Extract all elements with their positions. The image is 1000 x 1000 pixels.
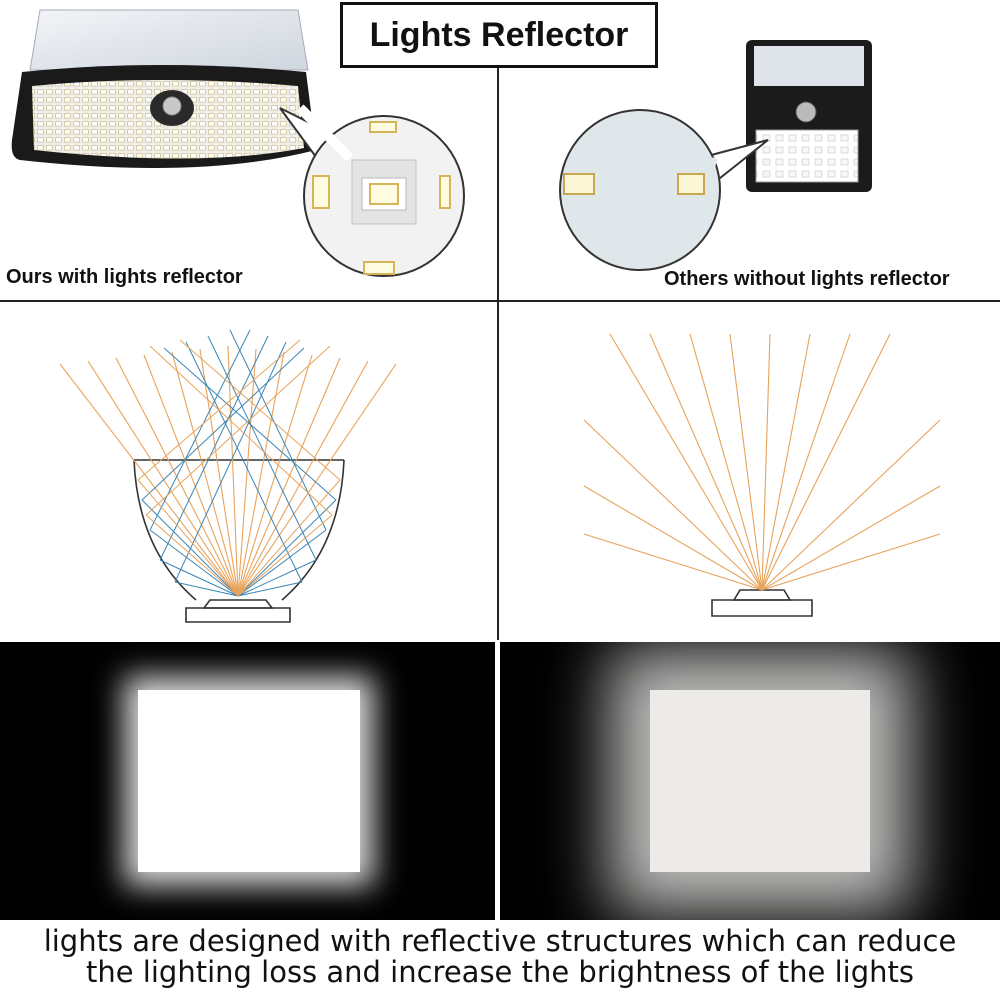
direct-ray [199,348,239,597]
reflected-ray-out [229,329,327,531]
center-divider-middle [497,300,499,640]
row-divider-1 [0,300,1000,302]
reflected-ray-incident [159,559,239,597]
direct-ray [583,485,763,591]
direct-ray [583,533,763,591]
direct-ray [761,333,851,591]
direct-ray [143,354,239,597]
led-base [711,599,813,617]
reflector-ray-diagram [59,329,397,623]
direct-ray [145,514,239,597]
direct-ray [171,351,239,597]
reflected-ray-out [141,347,305,501]
ours-bright-spot [138,690,360,872]
ours-light-projection [0,642,495,920]
no-reflector-ray-diagram [583,333,941,617]
reflected-ray-incident [149,529,239,597]
reflected-ray-incident [237,499,337,597]
reflected-ray-incident [141,499,239,597]
direct-ray [761,333,811,591]
center-divider-top [497,68,499,300]
direct-ray [237,357,341,597]
direct-ray [609,333,763,591]
reflector-right-wall [281,459,345,601]
ours-caption: Ours with lights reflector [6,266,243,288]
reflector-left-wall [133,459,197,601]
direct-ray [227,345,239,597]
direct-ray [87,360,239,597]
direct-ray [237,351,285,597]
led-chip [202,599,274,609]
reflected-orange-ray [149,345,333,516]
direct-ray [761,485,941,591]
direct-ray [761,533,941,591]
reflected-ray-out [207,335,317,561]
page-title: Lights Reflector [340,2,658,68]
direct-ray [237,479,341,597]
reflected-ray-out [163,347,337,501]
led-chip [732,589,792,601]
direct-ray [59,363,239,597]
direct-ray [649,333,763,591]
direct-ray [761,333,771,591]
description-text: lights are designed with reflective stru… [0,926,1000,988]
direct-ray [237,514,333,597]
direct-ray [137,479,239,597]
reflected-ray-incident [237,559,317,597]
direct-ray [761,333,891,591]
led-base [185,607,291,623]
direct-ray [689,333,763,591]
others-product-illustration [559,40,872,271]
description-line-2: the lighting loss and increase the brigh… [86,955,914,989]
reflected-ray-out [159,335,269,561]
description-line-1: lights are designed with reflective stru… [43,924,957,958]
others-light-projection [500,642,1000,920]
reflected-ray-out [185,341,303,583]
ours-product-illustration [11,9,465,277]
reflected-ray-incident [237,581,303,597]
direct-ray [237,363,397,597]
direct-ray [237,360,369,597]
reflected-ray-incident [237,529,327,597]
reflected-ray-incident [174,581,239,597]
direct-ray [761,419,941,591]
others-caption: Others without lights reflector [664,268,950,290]
reflected-orange-ray [145,345,331,516]
others-dim-spot [650,690,870,872]
direct-ray [237,348,257,597]
direct-ray [583,419,763,591]
direct-ray [729,333,763,591]
